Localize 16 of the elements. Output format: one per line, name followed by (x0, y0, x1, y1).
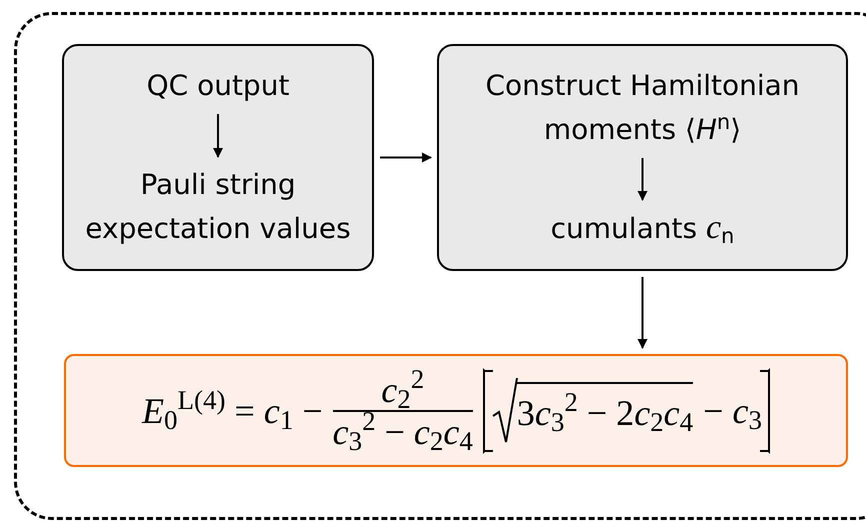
formula-text: E$_{0}$$^{L(4)}$ = c$_{1}$ − (142, 384, 323, 438)
arrow (380, 152, 432, 162)
formula-box (64, 354, 848, 467)
node-text: QC output (38, 64, 398, 108)
arrow (638, 277, 648, 349)
radicand: 3c$_{3}$$^{2}$ − 2c$_{2}$c$_{4}$ (516, 382, 694, 440)
arrow (638, 158, 648, 201)
process-box (437, 44, 848, 271)
fraction-denominator: c$_{3}$$^{2}$ − c$_{2}$c$_{4}$ (332, 412, 473, 452)
process-box (62, 44, 374, 271)
arrow (213, 114, 223, 158)
node-text: Pauli string expectation values (64, 163, 372, 251)
node-text: Construct Hamiltonian moments ⟨H$^{n}$⟩ (462, 64, 822, 152)
formula-text: − c$_{3}$ (703, 390, 762, 438)
node-text: cumulants c$_{n}$ (542, 206, 742, 251)
dashed-group-frame (14, 12, 866, 520)
